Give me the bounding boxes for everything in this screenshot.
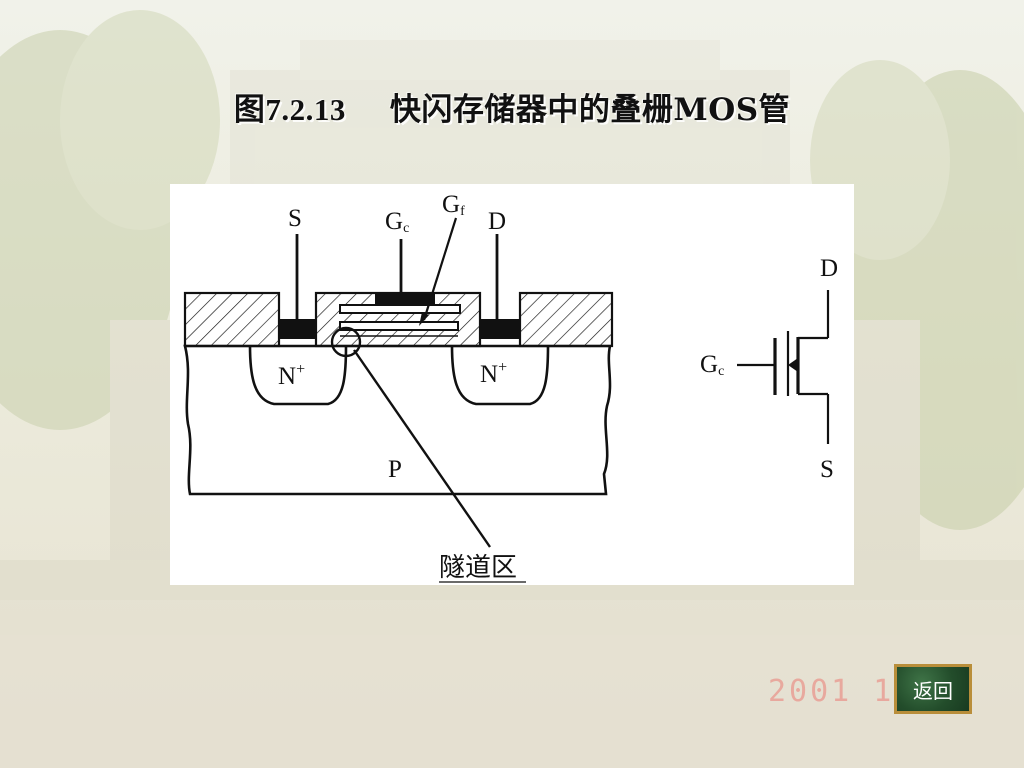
source-contact bbox=[279, 319, 316, 339]
tunnel-region-label: 隧道区 bbox=[439, 553, 517, 582]
n-plus-right-label: N+ bbox=[480, 359, 507, 388]
substrate-label: P bbox=[388, 456, 402, 483]
drain-contact bbox=[480, 319, 520, 339]
tunnel-region-marker bbox=[330, 326, 362, 358]
figure-panel: S Gc Gf D N+ N+ P 隧道区 D Gc S bbox=[170, 184, 854, 585]
stacked-gate-mos-diagram: S Gc Gf D N+ N+ P 隧道区 D Gc S bbox=[183, 191, 838, 583]
symbol-gate-label: Gc bbox=[700, 351, 724, 379]
slide-title: 图7.2.13 快闪存储器中的叠栅MOS管 bbox=[0, 84, 1024, 129]
floating-gate-label: Gf bbox=[442, 191, 465, 219]
symbol-source-label: S bbox=[820, 456, 834, 483]
n-plus-well-right bbox=[450, 345, 550, 406]
oxide-right bbox=[518, 291, 614, 348]
mos-circuit-symbol bbox=[737, 290, 830, 444]
control-gate bbox=[339, 304, 461, 314]
date-stamp: 2001 11 bbox=[768, 674, 916, 709]
figure-caption: 快闪存储器中的叠栅MOS管 bbox=[389, 92, 791, 128]
drain-label: D bbox=[488, 208, 506, 235]
n-plus-left-label: N+ bbox=[278, 361, 305, 390]
control-gate-contact bbox=[375, 293, 435, 305]
p-substrate bbox=[183, 344, 612, 496]
back-button-label: 返回 bbox=[913, 678, 953, 703]
back-button[interactable]: 返回 bbox=[894, 664, 972, 714]
floating-gate bbox=[339, 321, 459, 331]
source-label: S bbox=[288, 205, 302, 232]
control-gate-label: Gc bbox=[385, 208, 409, 236]
n-plus-well-left bbox=[248, 345, 348, 406]
oxide-left bbox=[183, 291, 281, 348]
symbol-drain-label: D bbox=[820, 255, 838, 282]
figure-number: 图7.2.13 bbox=[233, 92, 346, 127]
